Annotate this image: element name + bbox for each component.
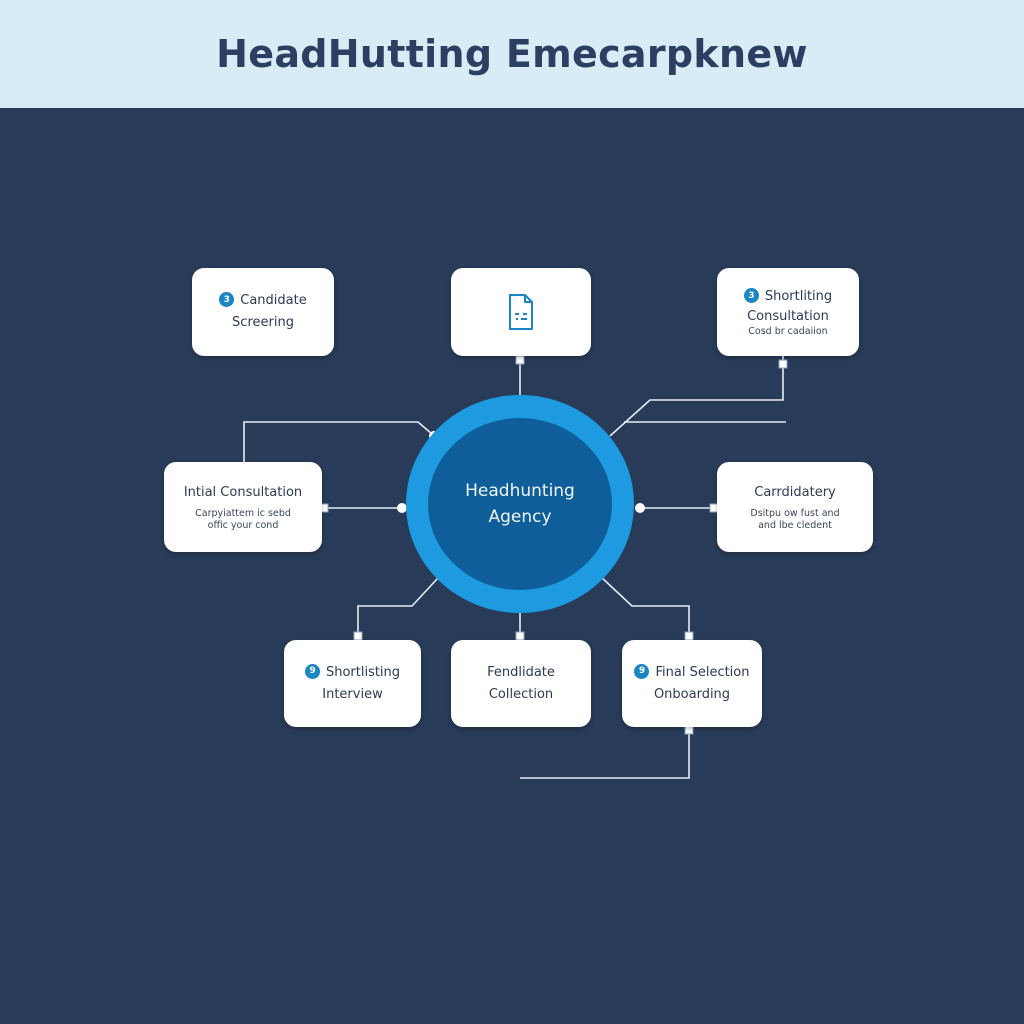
step-badge: 9 bbox=[634, 663, 650, 679]
node-title: 9 Final Selection bbox=[634, 662, 750, 684]
node-label-line1: Shortlisting bbox=[325, 664, 401, 680]
node-label-line1: Intial Consultation bbox=[183, 485, 303, 500]
node-label-line1: Final Selection bbox=[655, 664, 750, 680]
node-sublabel-1: Carpyiattem ic sebd bbox=[195, 508, 291, 519]
node-label-line2: Consultation bbox=[747, 309, 829, 324]
connector-final-selection bbox=[599, 575, 690, 640]
node-final-selection[interactable]: 9 Final Selection Onboarding bbox=[622, 640, 762, 727]
terminal-top-center bbox=[515, 355, 525, 365]
connector-final-trailing bbox=[520, 728, 690, 779]
node-title: 3 Shortliting bbox=[743, 286, 833, 308]
step-badge: 3 bbox=[743, 288, 759, 303]
terminal-final-trailing bbox=[684, 725, 694, 735]
node-label-line1: Carrdidatery bbox=[754, 485, 836, 500]
connector-shortlisting-interview bbox=[357, 577, 439, 640]
node-sublabel-2: and lbe cledent bbox=[758, 520, 832, 531]
terminal-fendlidate-collection bbox=[515, 631, 525, 641]
step-badge: 3 bbox=[219, 292, 235, 307]
hub-pin-right bbox=[635, 503, 645, 513]
node-label-line1: Fendlidate bbox=[487, 664, 555, 680]
node-title: 3 Candidate bbox=[219, 290, 307, 312]
node-label-line1: Shortliting bbox=[764, 289, 833, 304]
node-initial-consultation[interactable]: Intial Consultation Carpyiattem ic sebd … bbox=[164, 462, 322, 552]
node-label-line1: Candidate bbox=[240, 293, 307, 308]
connector-candidate-screening bbox=[243, 421, 433, 462]
connector-shortlisting-top bbox=[609, 356, 786, 437]
hub-pin-left bbox=[397, 503, 407, 513]
node-fendlidate-collection[interactable]: Fendlidate Collection bbox=[451, 640, 591, 727]
step-badge: 9 bbox=[304, 663, 320, 679]
terminal-shortlisting-top bbox=[778, 359, 788, 369]
hub-core: Headhunting Agency bbox=[428, 418, 612, 590]
node-candidate-screening[interactable]: 3 Candidate Screering bbox=[192, 268, 334, 356]
node-label-line2: Interview bbox=[322, 686, 383, 702]
terminal-final-selection bbox=[684, 631, 694, 641]
node-label-line2: Screering bbox=[232, 315, 294, 330]
hub-label-line1: Headhunting bbox=[465, 481, 575, 501]
node-sublabel: Cosd br cadaiion bbox=[748, 326, 828, 337]
node-shortlisting-consultation[interactable]: 3 Shortliting Consultation Cosd br cadaii… bbox=[717, 268, 859, 356]
node-sublabel-1: Dsitpu ow fust and bbox=[750, 508, 840, 519]
document-icon bbox=[509, 294, 533, 330]
node-candidatery[interactable]: Carrdidatery Dsitpu ow fust and and lbe … bbox=[717, 462, 873, 552]
node-sublabel-2: offic your cond bbox=[207, 520, 279, 531]
terminal-shortlisting-interview bbox=[353, 631, 363, 641]
node-label-line2: Onboarding bbox=[653, 686, 731, 702]
node-document[interactable] bbox=[451, 268, 591, 356]
node-title: 9 Shortlisting bbox=[304, 662, 401, 684]
node-shortlisting-interview[interactable]: 9 Shortlisting Interview bbox=[284, 640, 421, 727]
header-banner: HeadHutting Emecarpknew bbox=[0, 0, 1024, 108]
node-label-line2: Collection bbox=[488, 686, 554, 702]
page-title: HeadHutting Emecarpknew bbox=[216, 32, 808, 76]
hub-label-line2: Agency bbox=[488, 507, 552, 527]
